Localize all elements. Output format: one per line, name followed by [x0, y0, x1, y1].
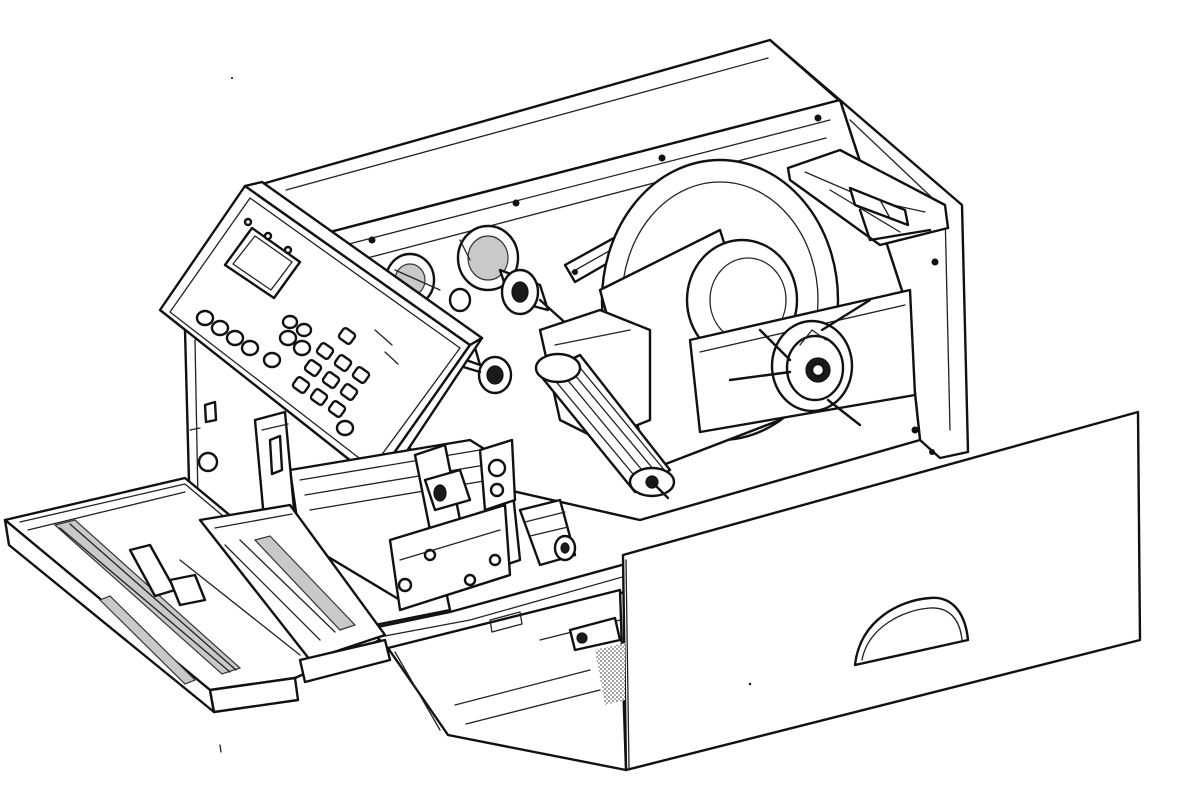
screw — [658, 154, 666, 162]
screw — [512, 199, 520, 207]
led-indicator — [243, 217, 253, 227]
supply-hub — [688, 288, 917, 434]
speck — [231, 77, 233, 79]
led-indicator — [283, 245, 293, 255]
led-indicator — [263, 231, 273, 241]
control-panel — [158, 180, 484, 486]
door-handle-cutout[interactable] — [853, 596, 970, 667]
sensor-bracket — [786, 148, 950, 247]
front-fold-cover — [3, 476, 392, 714]
function-keys — [195, 309, 313, 369]
screw — [929, 449, 935, 455]
screw — [931, 258, 939, 266]
numeric-keypad — [291, 327, 371, 437]
screw — [911, 426, 919, 434]
panel-display — [223, 226, 302, 300]
speck — [748, 682, 752, 686]
left-side-mechanism — [189, 400, 297, 532]
screw — [368, 236, 376, 244]
screw — [814, 114, 822, 122]
speck — [219, 744, 222, 753]
lower-tray — [386, 588, 628, 772]
platen-roller — [534, 352, 676, 500]
print-head-assembly — [288, 438, 577, 612]
